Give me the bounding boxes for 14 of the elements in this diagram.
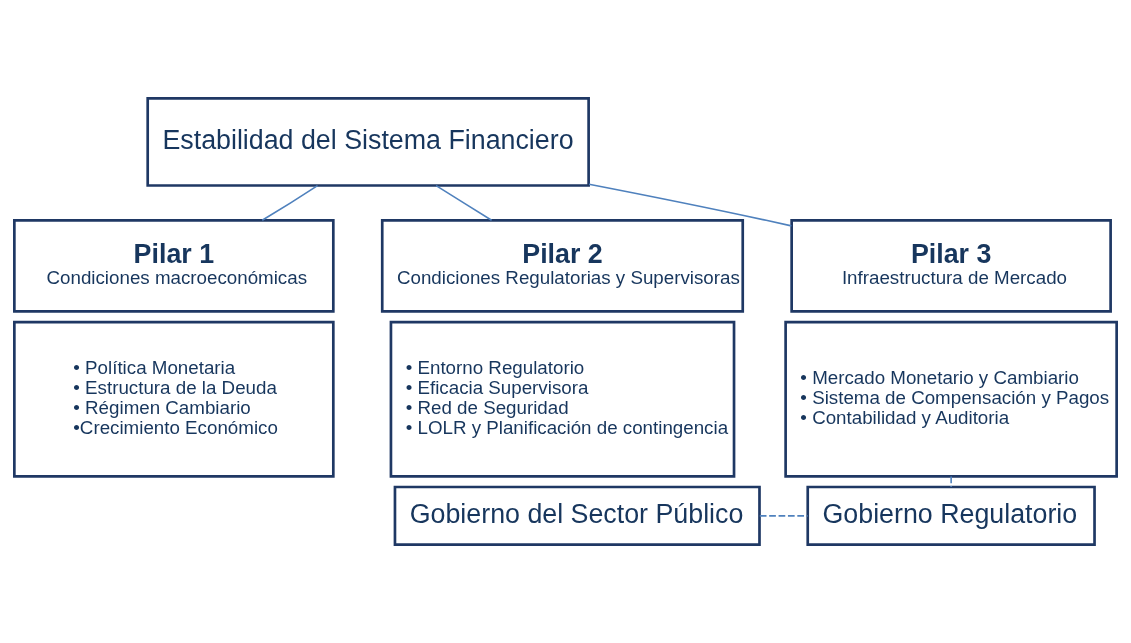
node-box: • Mercado Monetario y Cambiario • Sistema de Compensación y Pagos • Contabilidad y Auditoria: [784, 320, 1118, 478]
connector: [588, 183, 793, 227]
node-box: Gobierno del Sector Público: [393, 485, 761, 546]
node-box: Pilar 3 Infraestructura de Mercado: [790, 219, 1112, 313]
connector: [759, 515, 809, 517]
node-box: Pilar 1 Condiciones macroeconómicas: [13, 219, 335, 313]
node-box: • Política Monetaria • Estructura de la Deuda • Régimen Cambiario •Crecimiento Económico: [13, 320, 335, 478]
node-box: Gobierno Regulatorio: [806, 485, 1096, 546]
node-box: Estabilidad del Sistema Financiero: [146, 97, 590, 187]
node-box: • Entorno Regulatorio • Eficacia Supervisora • Red de Seguridad • LOLR y Planificación de contingencia: [389, 320, 736, 478]
connector: [261, 184, 319, 222]
connector: [950, 475, 952, 488]
connector: [435, 184, 493, 222]
node-box: Pilar 2 Condiciones Regulatorias y Supervisoras: [380, 219, 745, 313]
